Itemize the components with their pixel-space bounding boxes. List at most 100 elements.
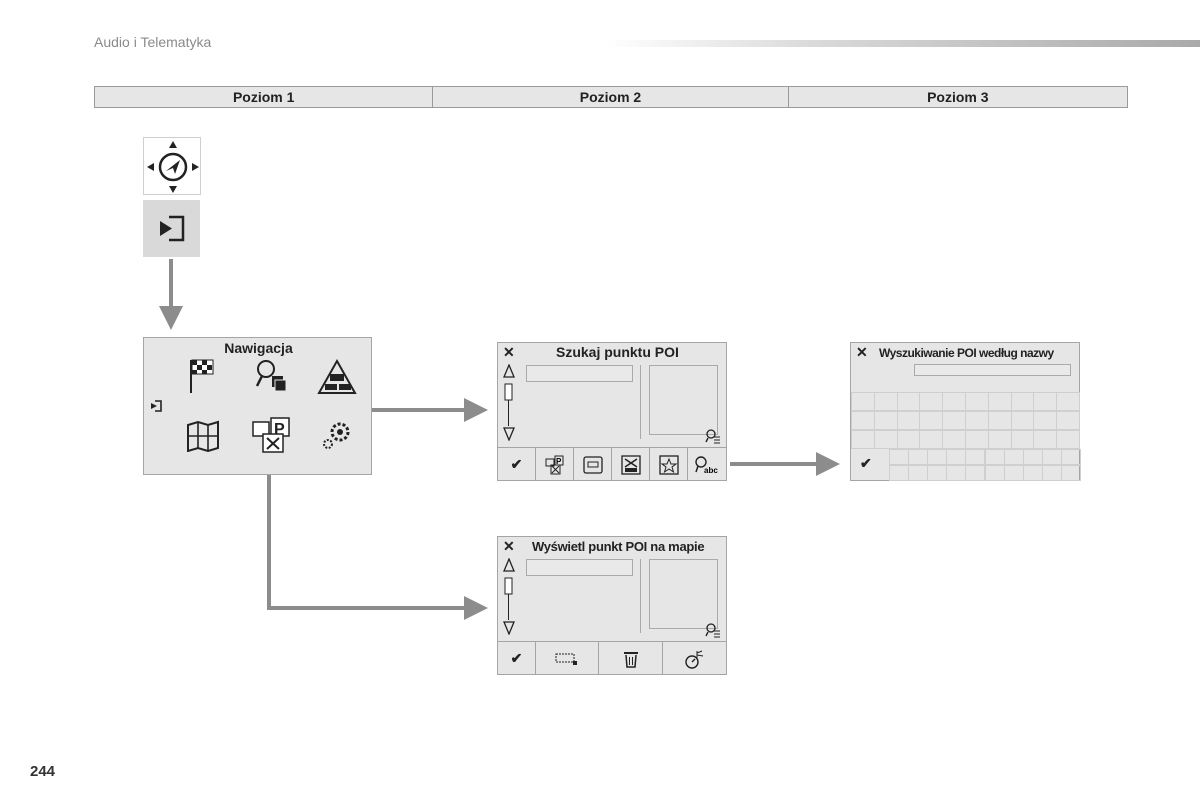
keyboard-key[interactable] (1010, 430, 1035, 449)
traffic-icon[interactable] (317, 358, 357, 401)
poi-list-button[interactable] (574, 448, 612, 481)
confirm-icon: ✔ (510, 456, 523, 472)
keyboard-key[interactable] (1056, 392, 1080, 411)
keyboard-key[interactable] (896, 430, 921, 449)
usb-import-button[interactable] (663, 642, 726, 675)
keyboard-key[interactable] (927, 449, 948, 465)
keyboard-key[interactable] (1003, 465, 1024, 481)
keyboard-key[interactable] (984, 449, 1005, 465)
keyboard-key[interactable] (889, 465, 910, 481)
level-table: Poziom 1 Poziom 2 Poziom 3 (94, 86, 1128, 108)
keyboard-key[interactable] (987, 430, 1012, 449)
keyboard-key[interactable] (873, 430, 898, 449)
delete-button[interactable] (599, 642, 663, 675)
keyboard-key[interactable] (873, 392, 898, 411)
keyboard-key[interactable] (942, 430, 966, 449)
enter-menu-button[interactable] (143, 200, 200, 257)
keyboard-key[interactable] (984, 465, 1005, 481)
keyboard-key[interactable] (987, 411, 1012, 430)
poi-preview (649, 365, 718, 435)
keyboard-key[interactable] (1056, 430, 1080, 449)
scroll-up-icon[interactable] (503, 557, 515, 577)
poi-map-title: Wyświetl punkt POI na mapie (532, 539, 705, 554)
keyboard-key[interactable] (1033, 392, 1058, 411)
enter-icon (160, 215, 185, 242)
confirm-button[interactable]: ✔ (860, 455, 872, 472)
keyboard-key[interactable] (965, 465, 986, 481)
poi-hotel-button[interactable] (612, 448, 650, 481)
flag-icon[interactable] (188, 358, 216, 401)
favorite-button[interactable] (650, 448, 688, 481)
search-list-icon[interactable] (705, 622, 721, 643)
close-icon[interactable]: ✕ (503, 538, 515, 554)
search-by-name-button[interactable]: abc (688, 448, 726, 481)
keyboard-key[interactable] (908, 449, 929, 465)
keyboard-key[interactable] (889, 449, 910, 465)
poi-name-search-panel: ✕ Wyszukiwanie POI według nazwy ✔ (850, 342, 1081, 481)
keyboard-key[interactable] (942, 392, 966, 411)
poi-search-icon[interactable] (254, 358, 290, 399)
close-icon[interactable]: ✕ (503, 344, 515, 360)
keyboard-key[interactable] (1010, 411, 1035, 430)
keyboard-key[interactable] (908, 465, 929, 481)
keyboard-key[interactable] (896, 411, 921, 430)
keyboard-key[interactable] (1033, 430, 1058, 449)
section-title: Audio i Telematyka (94, 34, 212, 50)
poi-category-button[interactable]: P (536, 448, 574, 481)
svg-text:P: P (274, 421, 285, 438)
close-icon[interactable]: ✕ (856, 344, 868, 360)
svg-text:abc: abc (704, 466, 718, 475)
poi-hotel-icon (620, 454, 641, 475)
keyboard-key[interactable] (1022, 449, 1043, 465)
scroll-up-icon[interactable] (503, 363, 515, 383)
keyboard-key[interactable] (987, 392, 1012, 411)
navigation-compass-icon (147, 141, 199, 193)
scrollbar[interactable] (504, 577, 514, 626)
keyboard-key[interactable] (896, 392, 921, 411)
nawigacja-panel: Nawigacja P (143, 337, 372, 475)
poi-category-icon[interactable]: P (251, 416, 293, 461)
keyboard-key[interactable] (1003, 449, 1024, 465)
keyboard-key[interactable] (919, 392, 944, 411)
keyboard-key[interactable] (919, 430, 944, 449)
delete-icon (623, 651, 638, 668)
poi-search-title: Szukaj punktu POI (556, 344, 679, 360)
search-list-icon[interactable] (705, 428, 721, 447)
keyboard-key[interactable] (946, 449, 967, 465)
poi-map-panel: ✕ Wyświetl punkt POI na mapie ✔ (497, 536, 727, 675)
scrollbar[interactable] (504, 383, 514, 432)
keyboard-key[interactable] (1041, 465, 1062, 481)
keyboard-key[interactable] (965, 392, 989, 411)
select-area-button[interactable] (536, 642, 599, 675)
keyboard-key[interactable] (1041, 449, 1062, 465)
keyboard-key[interactable] (1056, 411, 1080, 430)
keyboard-key[interactable] (1060, 465, 1081, 481)
poi-search-input[interactable] (526, 365, 633, 382)
settings-icon[interactable] (318, 418, 354, 457)
back-icon[interactable] (148, 398, 164, 419)
keyboard-key[interactable] (942, 411, 966, 430)
poi-map-input[interactable] (526, 559, 633, 576)
confirm-button[interactable]: ✔ (498, 448, 536, 481)
poi-name-input[interactable] (914, 364, 1071, 376)
keyboard-key[interactable] (873, 411, 898, 430)
keyboard-key[interactable] (965, 411, 989, 430)
keyboard-key[interactable] (851, 430, 875, 449)
keyboard-key[interactable] (1060, 449, 1081, 465)
map-icon[interactable] (186, 420, 220, 457)
poi-name-search-title: Wyszukiwanie POI według nazwy (879, 346, 1054, 360)
scroll-down-icon[interactable] (503, 427, 515, 446)
keyboard-key[interactable] (1033, 411, 1058, 430)
keyboard-key[interactable] (1022, 465, 1043, 481)
scroll-down-icon[interactable] (503, 621, 515, 640)
keyboard-key[interactable] (851, 411, 875, 430)
keyboard-key[interactable] (919, 411, 944, 430)
confirm-button[interactable]: ✔ (498, 642, 536, 675)
keyboard-key[interactable] (946, 465, 967, 481)
keyboard-key[interactable] (965, 449, 986, 465)
keyboard-key[interactable] (1010, 392, 1035, 411)
keyboard-key[interactable] (965, 430, 989, 449)
keyboard-key[interactable] (851, 392, 875, 411)
keyboard-key[interactable] (927, 465, 948, 481)
navigation-button[interactable] (143, 137, 201, 195)
